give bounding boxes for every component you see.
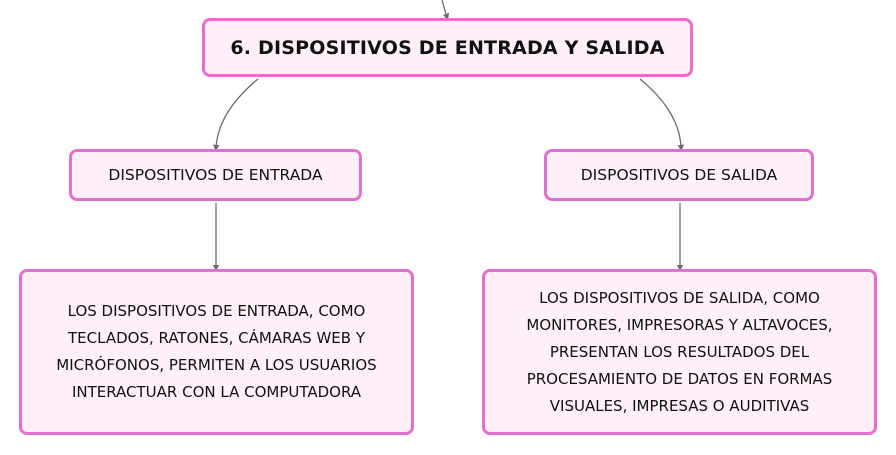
main-topic-label: 6. DISPOSITIVOS DE ENTRADA Y SALIDA	[230, 36, 665, 59]
connector-parent-to-main	[441, 0, 450, 21]
branch-label-salida: DISPOSITIVOS DE SALIDA	[580, 166, 778, 184]
branch-node-salida[interactable]: DISPOSITIVOS DE SALIDA	[544, 149, 814, 201]
description-node-entrada[interactable]: LOS DISPOSITIVOS DE ENTRADA, COMO TECLAD…	[19, 269, 414, 435]
description-text-entrada: LOS DISPOSITIVOS DE ENTRADA, COMO TECLAD…	[56, 302, 377, 401]
main-topic-node[interactable]: 6. DISPOSITIVOS DE ENTRADA Y SALIDA	[202, 18, 693, 77]
description-text-salida: LOS DISPOSITIVOS DE SALIDA, COMO MONITOR…	[526, 288, 833, 415]
connector-main-to-salida	[639, 78, 685, 152]
connector-main-to-entrada	[212, 78, 259, 152]
branch-node-entrada[interactable]: DISPOSITIVOS DE ENTRADA	[69, 149, 362, 201]
description-node-salida[interactable]: LOS DISPOSITIVOS DE SALIDA, COMO MONITOR…	[482, 269, 877, 435]
branch-label-entrada: DISPOSITIVOS DE ENTRADA	[108, 166, 323, 184]
